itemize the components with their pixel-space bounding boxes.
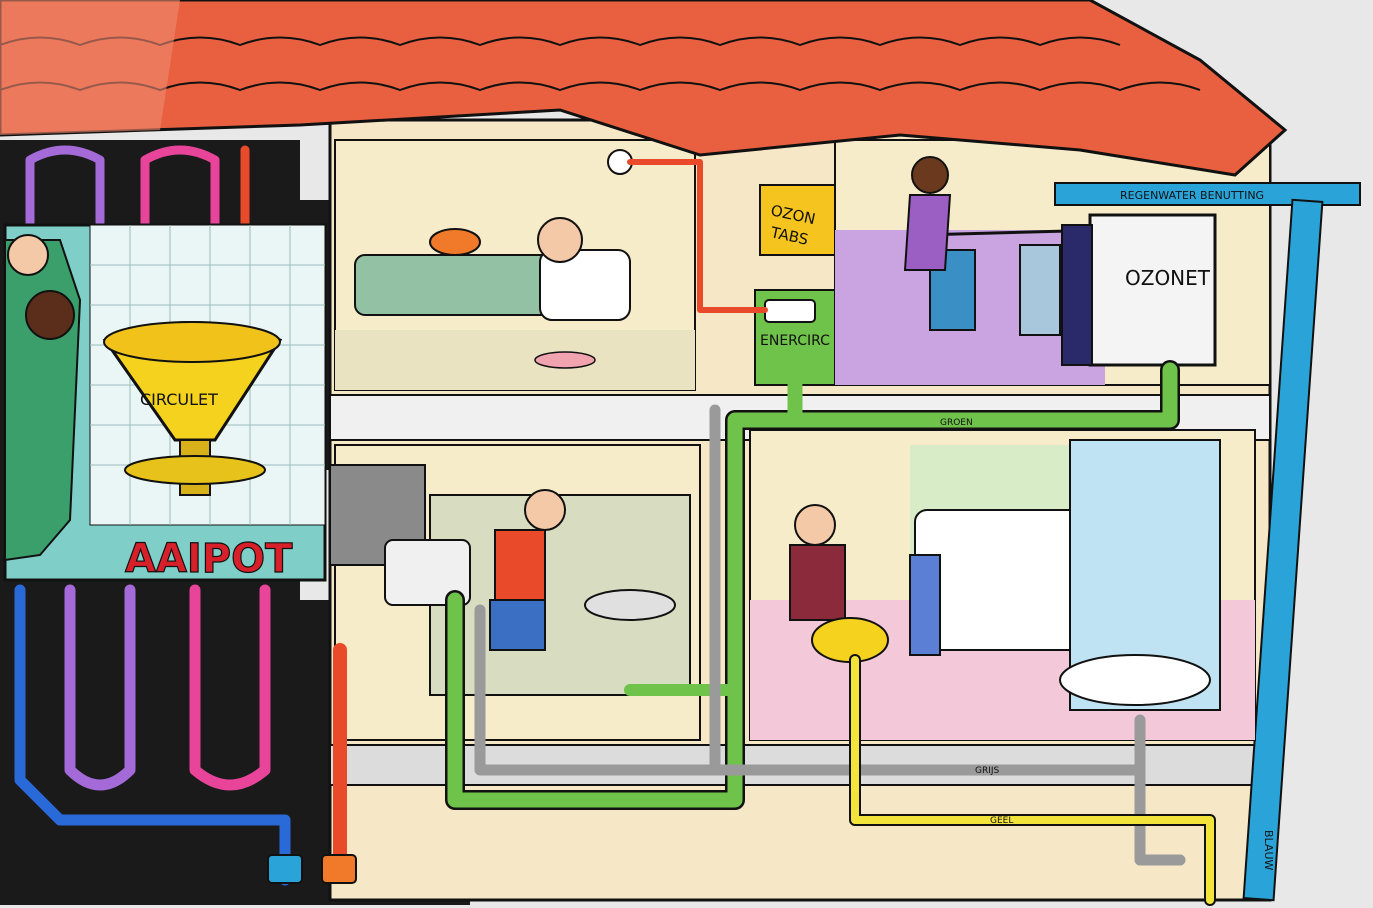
toilet	[812, 618, 888, 662]
slippers	[535, 352, 595, 368]
aaipot-panel: CIRCULET AAIPOT	[5, 225, 325, 582]
woman-body	[905, 195, 950, 270]
circulet-label: CIRCULET	[140, 390, 218, 409]
toilet-man-body	[790, 545, 845, 620]
man-sleeping-head	[8, 235, 48, 275]
ozonet-door	[1062, 225, 1092, 365]
enercirc-label: ENERCIRC	[760, 333, 830, 349]
funnel-rim	[104, 322, 280, 362]
towel	[910, 555, 940, 655]
woman-sleeping-head	[26, 291, 74, 339]
hanging-shirt-grey	[1020, 245, 1060, 335]
kitchen-man-head	[525, 490, 565, 530]
connector-blue	[268, 855, 302, 883]
kitchen-sink	[585, 590, 675, 620]
roof-highlight	[0, 0, 180, 135]
groen-label: GROEN	[940, 418, 973, 428]
shower-tray	[1060, 655, 1210, 705]
sleeping-person-head	[538, 218, 582, 262]
enercirc-socket	[765, 300, 815, 322]
regenwater-label: REGENWATER BENUTTING	[1120, 189, 1264, 202]
connector-orange	[322, 855, 356, 883]
kitchen-man-shirt	[495, 530, 545, 600]
bedroom	[335, 140, 695, 390]
bathroom	[750, 430, 1255, 740]
ozonet-cabinet: OZONET	[1062, 215, 1215, 365]
woman-head	[912, 157, 948, 193]
funnel-base	[125, 456, 265, 484]
couple-figures	[5, 240, 80, 560]
grijs-label: GRIJS	[975, 766, 1000, 776]
cat	[430, 229, 480, 255]
toilet-man-head	[795, 505, 835, 545]
ozon-tabs-box: OZON TABS	[760, 185, 835, 255]
ozonet-label: OZONET	[1125, 266, 1211, 290]
kitchen-man-shorts	[490, 600, 545, 650]
geel-label: GEEL	[990, 816, 1013, 826]
enercirc-unit: ENERCIRC	[755, 290, 835, 385]
aaipot-label: AAIPOT	[125, 536, 293, 582]
blauw-label: BLAUW	[1262, 830, 1275, 871]
bedroom-floor	[335, 330, 695, 390]
